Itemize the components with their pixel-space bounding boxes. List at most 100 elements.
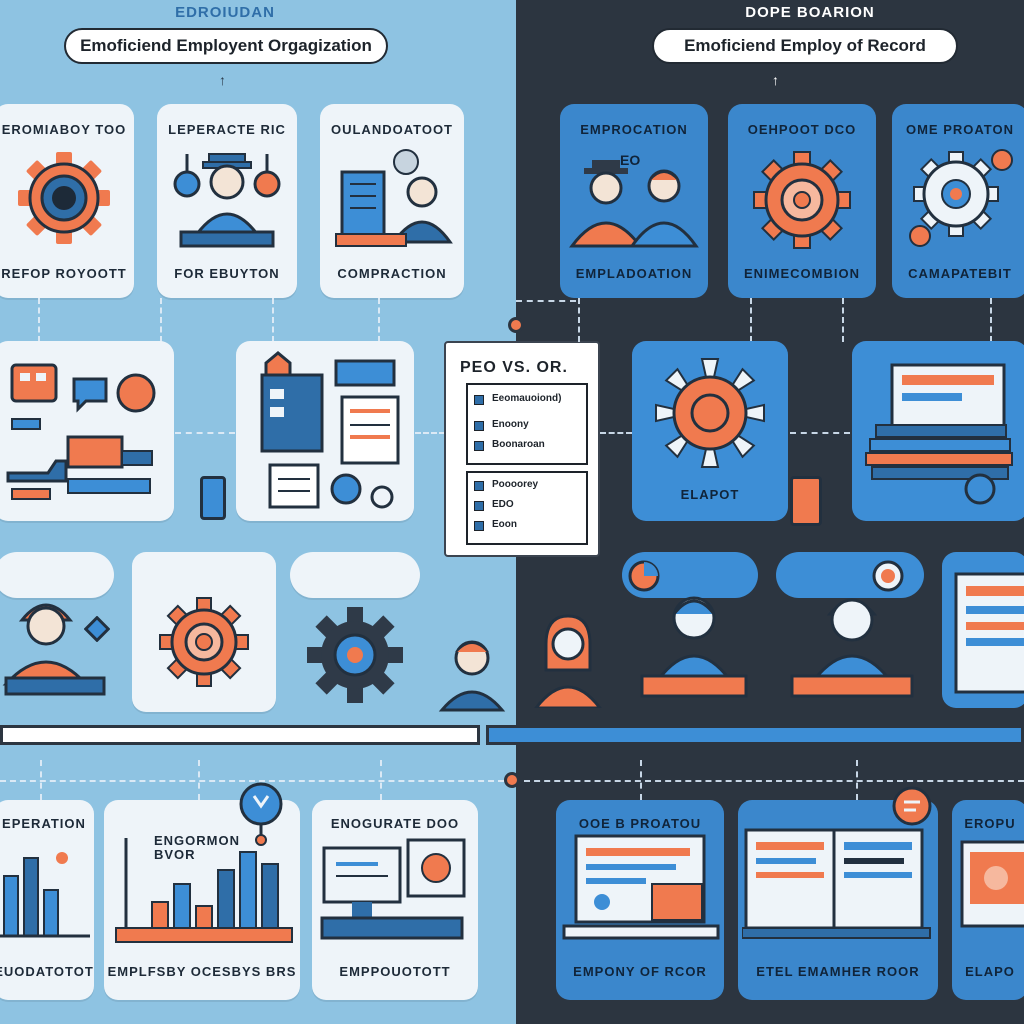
card-label: OULANDOATOOT	[330, 122, 453, 137]
connector	[380, 760, 382, 800]
advisor-icon	[640, 596, 748, 698]
growth-chart-icon	[115, 838, 293, 943]
laptop-icon	[562, 834, 720, 940]
card-caption: CAMAPATEBIT	[908, 266, 1012, 281]
eor-card-8[interactable]: ETEL EMAMHER ROOR	[738, 800, 938, 1000]
diamond-icon	[84, 616, 110, 642]
target-icon	[872, 560, 904, 592]
checkbox-icon[interactable]	[474, 481, 484, 491]
location-pin-icon	[239, 782, 283, 846]
connector	[175, 432, 235, 434]
manager-icon	[790, 598, 914, 698]
eor-card-9[interactable]: EROPU ELAPO	[952, 800, 1024, 1000]
checkbox-icon[interactable]	[474, 395, 484, 405]
checkbox-icon[interactable]	[474, 421, 484, 431]
card-label: EROPU	[964, 816, 1016, 831]
card-label: ENGORMON BVOR	[154, 833, 240, 862]
connector	[38, 298, 40, 342]
screen-icon	[960, 840, 1024, 928]
card-caption: ENIMECOMBION	[744, 266, 860, 281]
connector	[856, 760, 858, 800]
timeline-left	[0, 725, 480, 745]
eor-card-3[interactable]: OME PROATON CAMAPATEBIT	[892, 104, 1024, 298]
card-label: LEPERACTE RIC	[168, 122, 286, 137]
card-caption: ETEL EMAMHER ROOR	[756, 964, 920, 979]
gear-icon	[307, 607, 403, 703]
woman-icon	[534, 614, 602, 708]
connector	[600, 432, 632, 434]
peo-card-1[interactable]: EROMIABOY TOO REFOP ROYOOTT	[0, 104, 134, 298]
connector-node	[508, 317, 524, 333]
connector	[640, 760, 642, 800]
checklist-eor: Poooorey EDO Eoon	[466, 471, 588, 545]
card-label: OEHPOOT DCO	[747, 122, 857, 137]
eor-card-4[interactable]: ELAPOT	[632, 341, 788, 521]
peo-card-4[interactable]	[0, 341, 174, 521]
checkbox-icon[interactable]	[474, 521, 484, 531]
eor-title: Emoficiend Employ of Record	[652, 28, 958, 64]
card-label: EPERATION	[2, 816, 86, 831]
stack-of-documents-icon	[865, 363, 1013, 505]
open-book-icon	[742, 828, 931, 939]
peo-card-5[interactable]	[236, 341, 414, 521]
eor-card-7[interactable]: OOE B PROATOU EMPONY OF RCOR	[556, 800, 724, 1000]
pill-strip	[0, 552, 114, 598]
timeline-right	[486, 725, 1024, 745]
card-caption: EMPPOUOTOTT	[339, 964, 451, 979]
report-icon	[954, 572, 1024, 694]
connector	[842, 298, 844, 342]
connector	[524, 780, 1024, 782]
connector	[990, 298, 992, 342]
arrow-up-icon: ↑	[219, 72, 226, 88]
phone-icon	[200, 476, 226, 520]
checklist-item: EDO	[492, 499, 514, 510]
eor-card-6[interactable]	[942, 552, 1024, 708]
peo-card-3[interactable]: OULANDOATOOT COMPRACTION	[320, 104, 464, 298]
checklist-item: Enoony	[492, 419, 529, 430]
connector	[750, 298, 752, 342]
card-caption: EUODATOTOT	[0, 964, 94, 979]
eor-card-2[interactable]: OEHPOOT DCO ENIMECOMBION	[728, 104, 876, 298]
eor-card-5[interactable]	[852, 341, 1024, 521]
card-caption: ELAPOT	[680, 487, 740, 502]
card-caption: ELAPO	[965, 964, 1015, 979]
dashboard-icon	[6, 363, 156, 500]
connector	[415, 432, 445, 434]
card-caption: REFOP ROYOOTT	[1, 266, 127, 281]
timeline-bar	[0, 719, 1024, 759]
card-caption: FOR EBUYTON	[174, 266, 280, 281]
checkbox-icon[interactable]	[474, 501, 484, 511]
card-caption: EMPLFSBY OCESBYS BRS	[107, 964, 297, 979]
eo-badge: EO	[620, 152, 641, 168]
worker-icon	[2, 603, 106, 696]
peo-card-6[interactable]	[132, 552, 276, 712]
card-caption: EMPONY OF RCOR	[573, 964, 707, 979]
connector	[578, 298, 580, 342]
connector	[272, 298, 274, 342]
card-label: EMPROCATION	[580, 122, 688, 137]
gear-icon	[18, 152, 110, 244]
checklist-item: Poooorey	[492, 479, 539, 490]
connector	[0, 780, 504, 782]
card-label: OME PROATON	[905, 122, 1015, 137]
peo-card-7[interactable]: EPERATION EUODATOTOT	[0, 800, 94, 1000]
card-caption: COMPRACTION	[337, 266, 447, 281]
pie-icon	[628, 560, 660, 592]
peo-card-8[interactable]: ENGORMON BVOR EMPLFSBY OCESBYS BRS	[104, 800, 300, 1000]
card-label: OOE B PROATOU	[578, 816, 702, 831]
right-heading: DOPE BOARION	[745, 4, 875, 21]
peo-card-9[interactable]: ENOGURATE DOO EMPPOUOTOTT	[312, 800, 478, 1000]
bar-chart-icon	[0, 852, 90, 938]
checkbox-icon[interactable]	[474, 441, 484, 451]
computer-icon	[320, 838, 466, 940]
eor-card-1[interactable]: EMPROCATION EO EMPLADOATION	[560, 104, 708, 298]
card-label: ENOGURATE DOO	[330, 816, 460, 831]
left-heading: EDROIUDAN	[175, 4, 275, 21]
checklist-item: Eoon	[492, 519, 517, 530]
peo-card-2[interactable]: LEPERACTE RIC FOR EBUYTON	[157, 104, 297, 298]
peo-title: Emoficiend Employent Orgagization	[64, 28, 388, 64]
chat-bubble-icon	[892, 786, 932, 826]
arrow-up-icon: ↑	[772, 72, 779, 88]
building-icon	[335, 149, 453, 247]
connector	[378, 298, 380, 342]
